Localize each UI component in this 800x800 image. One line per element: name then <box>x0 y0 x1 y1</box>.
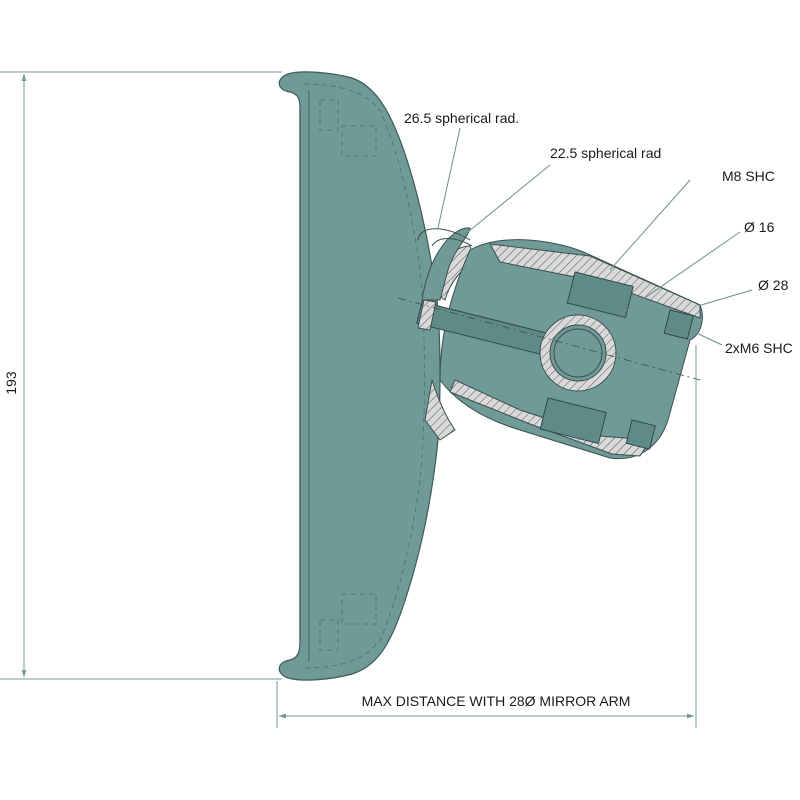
centre-axis <box>397 297 701 381</box>
label-dia-28: Ø 28 <box>758 277 789 293</box>
hidden-boss-top-2 <box>341 125 377 157</box>
ball-16-bore <box>549 324 607 382</box>
bolt-head-section <box>417 299 437 331</box>
spherical-edge-inner <box>431 238 473 247</box>
max-distance-dimension: MAX DISTANCE WITH 28Ø MIRROR ARM <box>276 345 697 728</box>
leader-26-5 <box>437 127 461 229</box>
label-dia-16: Ø 16 <box>744 219 775 235</box>
leader-lines <box>437 127 753 346</box>
hidden-boss-bottom-2 <box>341 593 377 625</box>
height-value: 193 <box>3 371 19 395</box>
max-distance-label: MAX DISTANCE WITH 28Ø MIRROR ARM <box>362 693 631 709</box>
m6-shc-screw-bottom <box>625 419 656 450</box>
leader-dia-28 <box>697 289 753 307</box>
cup-section-lower <box>424 379 456 441</box>
label-spherical-26-5: 26.5 spherical rad. <box>404 110 519 126</box>
mirror-body <box>278 71 441 681</box>
hidden-boss-top-1 <box>319 99 339 131</box>
leader-dia-16 <box>619 231 741 316</box>
label-m6-shc: 2xM6 SHC <box>725 340 793 356</box>
leader-m8 <box>609 179 691 271</box>
mirror-housing <box>278 71 441 681</box>
hidden-inner-shell <box>303 83 425 669</box>
m6-shc-screw-top <box>663 309 694 340</box>
label-m8-shc: M8 SHC <box>722 168 775 184</box>
label-spherical-22-5: 22.5 spherical rad <box>550 145 661 161</box>
spherical-cup-26-5 <box>421 227 471 301</box>
callout-labels: 26.5 spherical rad. 22.5 spherical rad M… <box>404 110 793 356</box>
clamp-block-bottom <box>539 397 607 445</box>
leader-m6 <box>689 329 723 346</box>
height-dimension: 193 <box>0 71 282 680</box>
hidden-boss-bottom-1 <box>319 619 339 651</box>
leader-22-5 <box>457 164 551 241</box>
clamp-block-top <box>566 271 634 319</box>
ball-joint-assembly <box>397 227 703 460</box>
